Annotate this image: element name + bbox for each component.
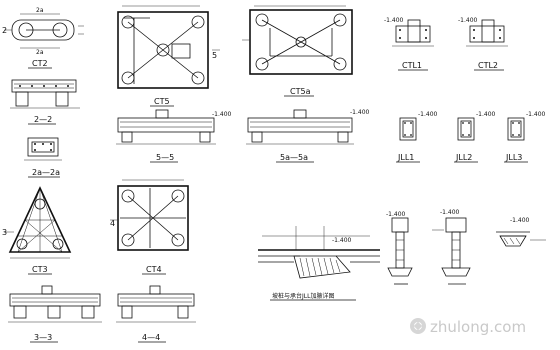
section-4-4-title: 4—4 bbox=[142, 333, 160, 342]
svg-text:-1.400: -1.400 bbox=[332, 237, 352, 244]
section-3-3-title: 3—3 bbox=[34, 333, 52, 342]
section-2a-2a-title: 2a—2a bbox=[32, 168, 60, 177]
svg-text:2a: 2a bbox=[36, 7, 44, 14]
section-mark-5: 5 bbox=[212, 51, 217, 60]
svg-text:-1.400: -1.400 bbox=[386, 211, 406, 218]
ctl1-title: CTL1 bbox=[402, 61, 422, 70]
svg-text:-1.400: -1.400 bbox=[476, 111, 496, 118]
jll3-section: -1.400 JLL3 bbox=[504, 111, 546, 163]
svg-text:-1.400: -1.400 bbox=[510, 217, 530, 224]
ct5a-title: CT5a bbox=[290, 87, 311, 96]
jll1-section: -1.400 JLL1 bbox=[396, 111, 438, 163]
svg-text:2a: 2a bbox=[36, 49, 44, 56]
jll1-title: JLL1 bbox=[397, 153, 414, 162]
ct5a-plan: CT5a bbox=[242, 5, 353, 97]
section-2-2: 2—2 bbox=[10, 79, 80, 125]
ct3-plan: 3 CT3 bbox=[2, 186, 72, 275]
ct2-plan: 2a 2 2a CT2 bbox=[2, 7, 84, 69]
pile-detail-right: -1.400 bbox=[496, 217, 546, 247]
ctl1-section: -1.400 CTL1 bbox=[384, 17, 434, 71]
section-5a-5a-title: 5a—5a bbox=[280, 153, 308, 162]
section-5a-5a: -1.400 5a—5a bbox=[246, 109, 370, 163]
haunch-detail: -1.400 坡桩与承台JLL加腋详图 bbox=[258, 226, 380, 301]
section-4-4: 4—4 bbox=[116, 285, 196, 343]
section-5-5: -1.400 5—5 bbox=[116, 109, 232, 163]
pile-detail-left: -1.400 bbox=[386, 211, 413, 285]
svg-text:-1.400: -1.400 bbox=[458, 17, 478, 24]
ct3-title: CT3 bbox=[32, 265, 48, 274]
svg-text:-1.400: -1.400 bbox=[418, 111, 438, 118]
ct4-plan: 4 CT4 bbox=[110, 179, 189, 275]
svg-text:-1.400: -1.400 bbox=[526, 111, 546, 118]
section-mark-4: 4 bbox=[110, 219, 115, 228]
section-mark-3: 3 bbox=[2, 228, 7, 237]
haunch-detail-title: 坡桩与承台JLL加腋详图 bbox=[272, 292, 334, 300]
section-mark-2: 2 bbox=[2, 26, 7, 35]
watermark-text: zhulong.com bbox=[430, 318, 526, 336]
section-2a-2a: 2a—2a bbox=[24, 137, 62, 178]
svg-text:-1.400: -1.400 bbox=[350, 109, 370, 116]
jll2-title: JLL2 bbox=[455, 153, 472, 162]
ct4-title: CT4 bbox=[146, 265, 162, 274]
section-5-5-title: 5—5 bbox=[156, 153, 174, 162]
svg-text:-1.400: -1.400 bbox=[212, 111, 232, 118]
svg-text:-1.400: -1.400 bbox=[440, 209, 460, 216]
ct2-title: CT2 bbox=[32, 59, 48, 68]
jll3-title: JLL3 bbox=[505, 153, 522, 162]
section-2-2-title: 2—2 bbox=[34, 115, 52, 124]
jll2-section: -1.400 JLL2 bbox=[454, 111, 496, 163]
zhulong-logo-icon bbox=[410, 318, 426, 334]
ct5-title: CT5 bbox=[154, 97, 170, 106]
pile-detail-middle: -1.400 bbox=[432, 209, 471, 285]
watermark: zhulong.com bbox=[410, 318, 526, 336]
ctl2-section: -1.400 CTL2 bbox=[458, 17, 508, 71]
section-3-3: 3—3 bbox=[8, 285, 102, 343]
ctl2-title: CTL2 bbox=[478, 61, 498, 70]
ct5-plan: 5 CT5 bbox=[117, 5, 220, 107]
svg-text:-1.400: -1.400 bbox=[384, 17, 404, 24]
